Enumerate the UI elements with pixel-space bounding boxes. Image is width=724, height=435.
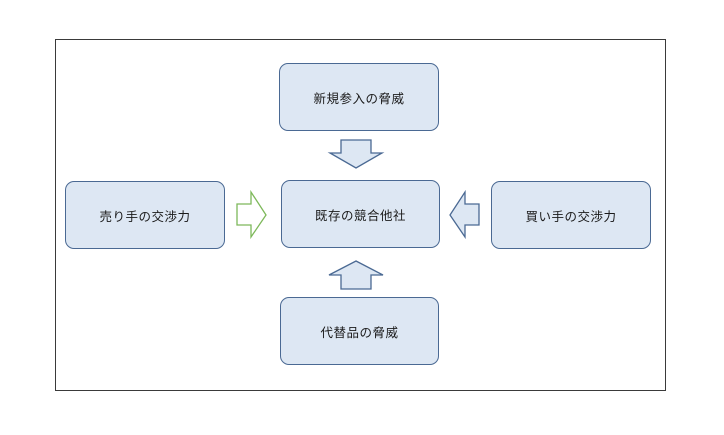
node-label-supplier-bargaining-power: 売り手の交渉力 xyxy=(99,208,191,224)
node-label-threat-of-new-entrants: 新規参入の脅威 xyxy=(313,90,405,106)
node-supplier-bargaining-power: 売り手の交渉力 xyxy=(65,181,225,249)
node-label-existing-competitors: 既存の競合他社 xyxy=(314,207,406,223)
node-existing-competitors: 既存の競合他社 xyxy=(281,180,440,248)
node-label-threat-of-substitutes: 代替品の脅威 xyxy=(320,324,399,340)
node-threat-of-new-entrants: 新規参入の脅威 xyxy=(279,63,439,131)
node-label-buyer-bargaining-power: 買い手の交渉力 xyxy=(525,208,617,224)
node-threat-of-substitutes: 代替品の脅威 xyxy=(280,297,439,365)
node-buyer-bargaining-power: 買い手の交渉力 xyxy=(491,181,651,249)
